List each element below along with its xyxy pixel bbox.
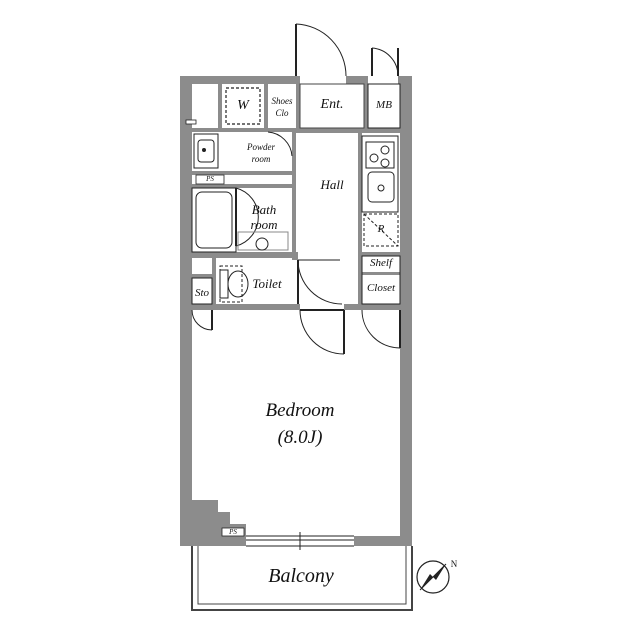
powder-room-label-line2: room [251, 154, 271, 164]
shelf-label: Shelf [370, 257, 392, 269]
shoes-closet-label-line2: Clo [275, 108, 289, 118]
powder-room-label-line1: Powder [247, 142, 275, 152]
storage-label: Sto [194, 287, 210, 299]
window [246, 532, 354, 550]
doors [191, 23, 401, 355]
balcony-outline [191, 546, 413, 611]
pipe-space-upper-label: PS [206, 175, 214, 183]
fridge-icon [363, 213, 399, 247]
bathroom-label-line1: Bath [251, 202, 277, 217]
outer-walls [180, 76, 412, 546]
compass-icon [416, 560, 450, 594]
washer-label: W [237, 98, 249, 113]
fridge-label: R [377, 223, 385, 235]
bathroom-label-line2: room [250, 217, 278, 232]
pipe-space-upper [195, 174, 225, 185]
pipe-space-lower [221, 527, 245, 537]
bedroom-label: Bedroom [265, 400, 335, 421]
balcony-label: Balcony [268, 565, 334, 587]
toilet-icon [219, 265, 249, 303]
bathtub-icon [191, 187, 289, 253]
entrance-label: Ent. [320, 97, 344, 112]
interior-walls [192, 76, 400, 310]
sink-icon [193, 133, 219, 169]
washer-icon [225, 87, 261, 125]
closet-label: Closet [366, 282, 396, 294]
meter-box-label: MB [376, 99, 392, 111]
compass-north-label: N [450, 559, 458, 569]
pipe-space-lower-label: PS [229, 528, 237, 536]
hall-label: Hall [320, 177, 344, 192]
shoes-closet-label-line1: Shoes [271, 96, 293, 106]
kitchen-icon [361, 135, 399, 213]
bedroom-size-label: (8.0J) [277, 427, 323, 448]
toilet-label: Toilet [252, 276, 282, 291]
